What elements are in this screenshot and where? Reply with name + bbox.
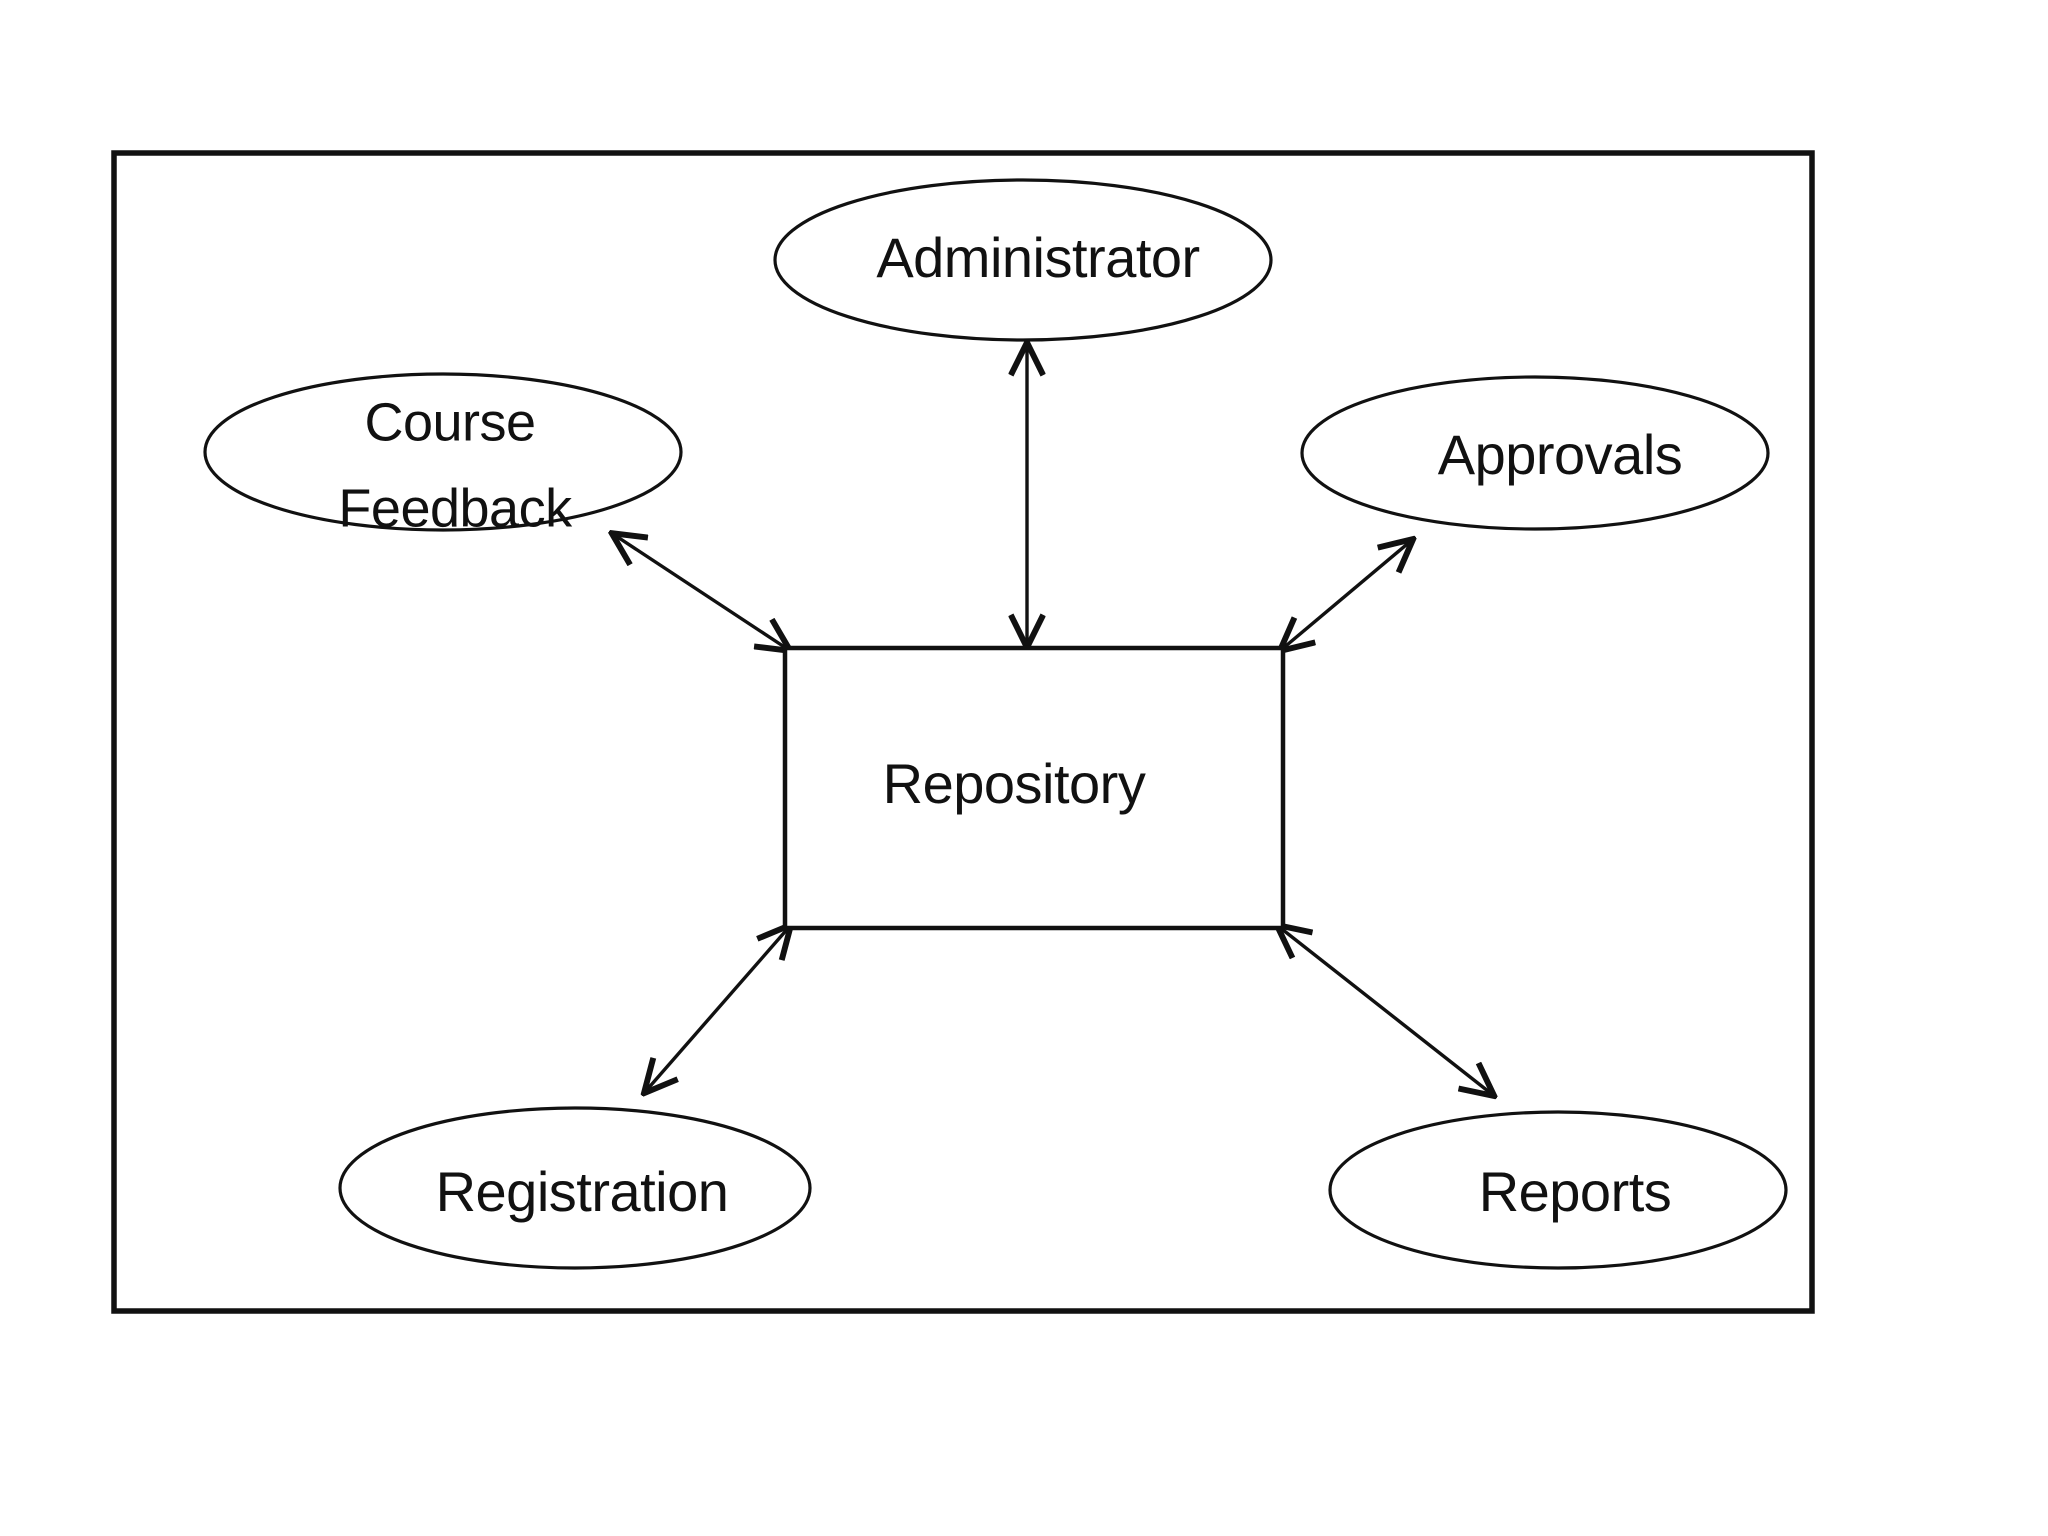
repository-rectangle bbox=[782, 645, 1286, 931]
approvals-label: Approvals bbox=[1438, 423, 1683, 486]
connector-approvals-repository bbox=[1281, 540, 1412, 650]
course-feedback-label-line-2: Feedback bbox=[338, 478, 573, 538]
node-course-feedback[interactable]: Course Feedback bbox=[203, 372, 683, 538]
reports-label: Reports bbox=[1479, 1160, 1672, 1223]
registration-label: Registration bbox=[436, 1160, 729, 1223]
approvals-ellipse bbox=[1300, 375, 1770, 531]
node-approvals[interactable]: Approvals bbox=[1300, 375, 1770, 531]
node-reports[interactable]: Reports bbox=[1328, 1110, 1788, 1270]
administrator-ellipse bbox=[773, 178, 1273, 342]
registration-ellipse bbox=[338, 1106, 812, 1270]
connector-group bbox=[613, 344, 1493, 1095]
repository-label: Repository bbox=[883, 752, 1146, 815]
connector-reports-repository bbox=[1278, 926, 1493, 1095]
node-repository[interactable]: Repository bbox=[782, 645, 1286, 931]
diagram-frame bbox=[111, 150, 1815, 1314]
connector-registration-repository bbox=[645, 926, 790, 1092]
node-registration[interactable]: Registration bbox=[338, 1106, 812, 1270]
reports-ellipse bbox=[1328, 1110, 1788, 1270]
administrator-label: Administrator bbox=[876, 226, 1199, 289]
node-administrator[interactable]: Administrator bbox=[773, 178, 1273, 342]
course-feedback-ellipse bbox=[203, 372, 683, 532]
course-feedback-label-line-1: Course bbox=[364, 392, 535, 452]
connector-course-feedback-repository bbox=[613, 534, 789, 650]
